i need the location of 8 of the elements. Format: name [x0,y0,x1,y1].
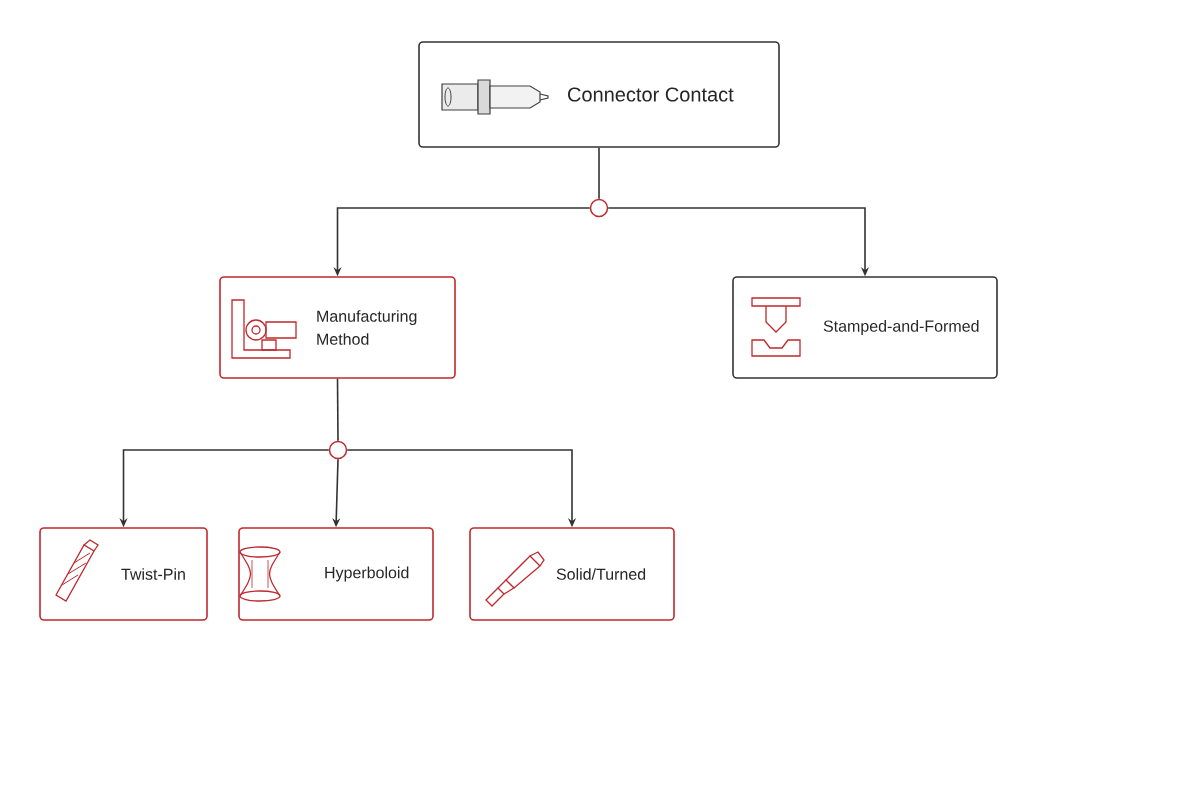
junction-circle [589,198,609,218]
junction-circle [328,440,348,460]
category-box: Twist-Pin [39,527,208,621]
category-box: Stamped-and-Formed [732,276,998,379]
category-box: Connector Contact [418,41,780,148]
category-box: Solid/Turned [469,527,675,621]
category-box: Hyperboloid [238,527,434,621]
category-box: Manufacturing Method [219,276,456,379]
